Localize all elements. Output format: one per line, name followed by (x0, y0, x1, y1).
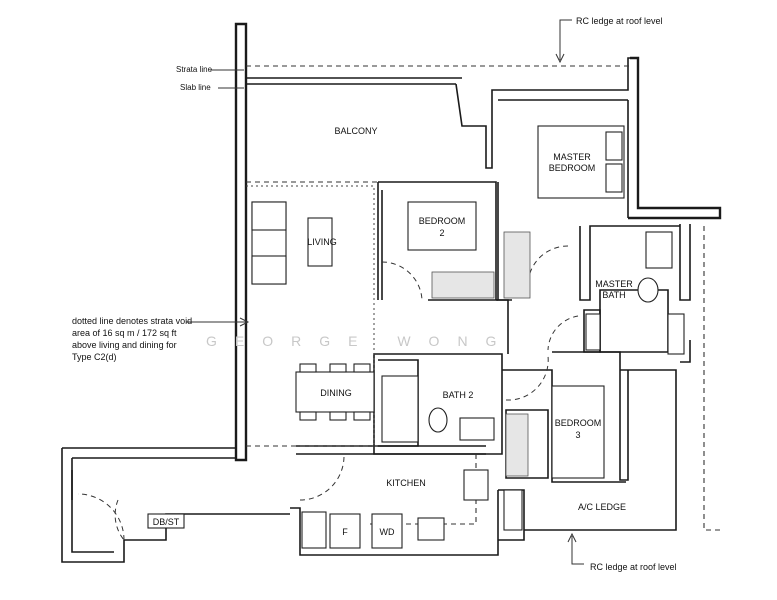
room-kitchen: KITCHEN (386, 478, 426, 488)
void-note-line-1: dotted line denotes strata void (72, 316, 192, 326)
strata-line-label: Strata line (176, 65, 213, 74)
room-balcony: BALCONY (334, 126, 377, 136)
room-master-bedroom-line-2: BEDROOM (549, 163, 596, 173)
void-note-line-3: above living and dining for (72, 340, 177, 350)
fixture-fridge: F (342, 527, 348, 537)
room-bedroom2-line-2: 2 (439, 228, 444, 238)
furniture (147, 125, 685, 549)
room-bath2: BATH 2 (443, 390, 474, 400)
void-note-line-2: area of 16 sq m / 172 sq ft (72, 328, 177, 338)
door-swings (77, 245, 579, 541)
watermark: GEORGE WONG (206, 333, 514, 349)
room-master-bedroom-line-1: MASTER (553, 152, 591, 162)
room-bedroom3-line-1: BEDROOM (555, 418, 602, 428)
fixture-washer-dryer: WD (380, 527, 395, 537)
room-living: LIVING (307, 237, 337, 247)
room-ac-ledge: A/C LEDGE (578, 502, 626, 512)
rc-ledge-top-label: RC ledge at roof level (576, 16, 663, 26)
annotation-arrows (186, 19, 584, 565)
room-db-st: DB/ST (153, 517, 180, 527)
slab-line-label: Slab line (180, 83, 211, 92)
rc-ledge-bottom-label: RC ledge at roof level (590, 562, 677, 572)
room-master-bath-line-2: BATH (602, 290, 625, 300)
room-bedroom2-line-1: BEDROOM (419, 216, 466, 226)
room-dining: DINING (320, 388, 352, 398)
room-bedroom3-line-2: 3 (575, 430, 580, 440)
void-note-line-4: Type C2(d) (72, 352, 117, 362)
room-master-bath-line-1: MASTER (595, 279, 633, 289)
